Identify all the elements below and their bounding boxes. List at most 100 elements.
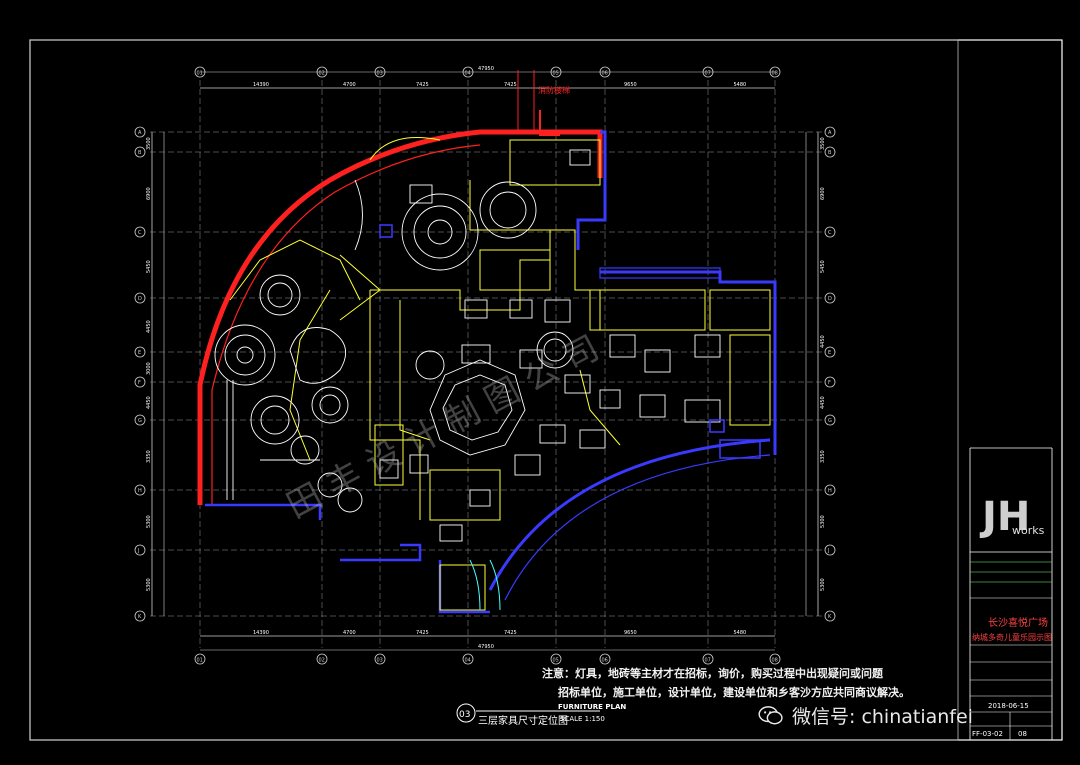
dim-bottom: 4700 bbox=[343, 630, 356, 636]
dim-bottom: 7425 bbox=[416, 630, 429, 636]
grid-bubble-row bbox=[824, 346, 836, 358]
grid-bubble-row bbox=[134, 126, 146, 138]
dim-bottom: 5480 bbox=[734, 630, 747, 636]
grid-bubble-col bbox=[374, 653, 386, 665]
inner-frame bbox=[29, 39, 959, 741]
grid-number: 03 bbox=[377, 71, 383, 77]
grid-letter: E bbox=[138, 350, 141, 356]
drawing-subtitle: 纳城多奇儿童乐园示图 bbox=[972, 632, 1052, 642]
grid-number: 06 bbox=[602, 658, 608, 664]
grid-letter: K bbox=[828, 614, 832, 620]
title-block-logo-sub: works bbox=[1012, 524, 1045, 537]
grid-bubble-col bbox=[702, 653, 714, 665]
grid-bubble-col bbox=[462, 653, 474, 665]
grid-bubble-row bbox=[134, 610, 146, 622]
blue-wall-north bbox=[576, 130, 607, 250]
blue-wall-east bbox=[600, 270, 777, 455]
grid-number: 02 bbox=[319, 71, 325, 77]
wechat-icon bbox=[758, 705, 783, 724]
grid-number: 08 bbox=[772, 71, 778, 77]
grid-letter: B bbox=[138, 150, 142, 156]
company-watermark: 田 丰 设 计 制 图 公 司 bbox=[280, 328, 606, 527]
grid-bubble-row bbox=[824, 414, 836, 426]
dim-bottom: 7425 bbox=[504, 630, 517, 636]
dim-top: 5480 bbox=[734, 82, 747, 88]
grid-letter: J bbox=[137, 548, 139, 554]
plan-title: 03 FURNITURE PLAN 三层家具尺寸定位图 SCALE 1:150 bbox=[456, 703, 626, 727]
blue-wall-south bbox=[205, 503, 490, 614]
grid-number: 05 bbox=[553, 71, 559, 77]
grid-letter: H bbox=[828, 488, 832, 494]
project-name: 长沙喜悦广场 bbox=[988, 616, 1048, 629]
grid-bubble-col bbox=[316, 653, 328, 665]
drawing-date: 2018-06-15 bbox=[988, 702, 1029, 710]
grid-letter: B bbox=[828, 150, 832, 156]
construction-note: 注意：灯具，地砖等主材才在招标，询价，购买过程中出现疑问或问题 招标单位，施工单… bbox=[542, 664, 910, 702]
grid-letter: F bbox=[138, 380, 141, 386]
grid-number: 07 bbox=[705, 658, 711, 664]
dim-bottom: 14390 bbox=[253, 630, 269, 636]
grid-bubble-row bbox=[134, 292, 146, 304]
grid-bubble-col bbox=[769, 653, 781, 665]
grid-letter: G bbox=[828, 418, 832, 424]
sheet-index: 08 bbox=[1018, 730, 1027, 738]
dim-left: 4450 bbox=[146, 320, 152, 333]
stair-label: 消防楼梯 bbox=[538, 85, 570, 95]
grid-letter: C bbox=[828, 230, 832, 236]
grid-letter: D bbox=[828, 296, 832, 302]
plan-scale: SCALE 1:150 bbox=[560, 715, 605, 723]
blue-curved-wall bbox=[488, 438, 771, 591]
dim-bottom-total: 47950 bbox=[478, 644, 494, 650]
grid-bubble-col bbox=[769, 66, 781, 78]
grid-number: 07 bbox=[705, 71, 711, 77]
grid-letter: J bbox=[827, 548, 829, 554]
grid-bubble-col bbox=[194, 66, 206, 78]
grid-number: 01 bbox=[197, 658, 203, 664]
grid-bubble-col bbox=[462, 66, 474, 78]
dim-top: 9650 bbox=[624, 82, 637, 88]
grid-number: 02 bbox=[319, 658, 325, 664]
grid-letter: D bbox=[138, 296, 142, 302]
dim-top: 7425 bbox=[504, 82, 517, 88]
note-line-2: 招标单位，施工单位，设计单位，建设单位和乡客沙方应共同商议解决。 bbox=[558, 686, 910, 699]
grid-letter: C bbox=[138, 230, 142, 236]
grid-bubble-col bbox=[374, 66, 386, 78]
grid-bubble-row bbox=[134, 226, 146, 238]
grid-letter: F bbox=[828, 380, 831, 386]
grid-bubble-row bbox=[824, 126, 836, 138]
grid-bubble-col bbox=[550, 66, 562, 78]
dim-right: 5300 bbox=[820, 515, 826, 528]
grid-number: 04 bbox=[465, 71, 471, 77]
wechat-id: 微信号: chinatianfei bbox=[792, 706, 973, 728]
grid-letter: H bbox=[138, 488, 142, 494]
dim-top: 7425 bbox=[416, 82, 429, 88]
grid-number: 03 bbox=[377, 658, 383, 664]
plan-number: 03 bbox=[459, 710, 470, 720]
grid-number: 04 bbox=[465, 658, 471, 664]
plan-title-cn: 三层家具尺寸定位图 bbox=[478, 714, 568, 727]
dim-left: 3350 bbox=[146, 450, 152, 463]
dim-left: 4450 bbox=[146, 396, 152, 409]
grid-number: 08 bbox=[772, 658, 778, 664]
grid-letter: E bbox=[828, 350, 831, 356]
grid-letter: A bbox=[138, 130, 142, 136]
grid-bubble-row bbox=[824, 484, 836, 496]
grid-lines bbox=[150, 80, 822, 648]
wechat-watermark: 微信号: chinatianfei bbox=[758, 702, 973, 729]
grid-bubble-row bbox=[134, 414, 146, 426]
dim-left: 3500 bbox=[146, 137, 152, 150]
dim-right: 3350 bbox=[820, 450, 826, 463]
dim-left: 6900 bbox=[146, 187, 152, 200]
grid-letter: G bbox=[138, 418, 142, 424]
grid-letter: K bbox=[138, 614, 142, 620]
grid-bubble-row bbox=[134, 346, 146, 358]
grid-bubble-row bbox=[824, 292, 836, 304]
grid-bubble-row bbox=[134, 484, 146, 496]
dim-top: 14390 bbox=[253, 82, 269, 88]
grid-number: 01 bbox=[197, 71, 203, 77]
dim-right: 4450 bbox=[820, 396, 826, 409]
grid-bubble-row bbox=[824, 376, 836, 388]
dim-right: 5300 bbox=[820, 578, 826, 591]
grid-bubble-row bbox=[134, 544, 146, 556]
